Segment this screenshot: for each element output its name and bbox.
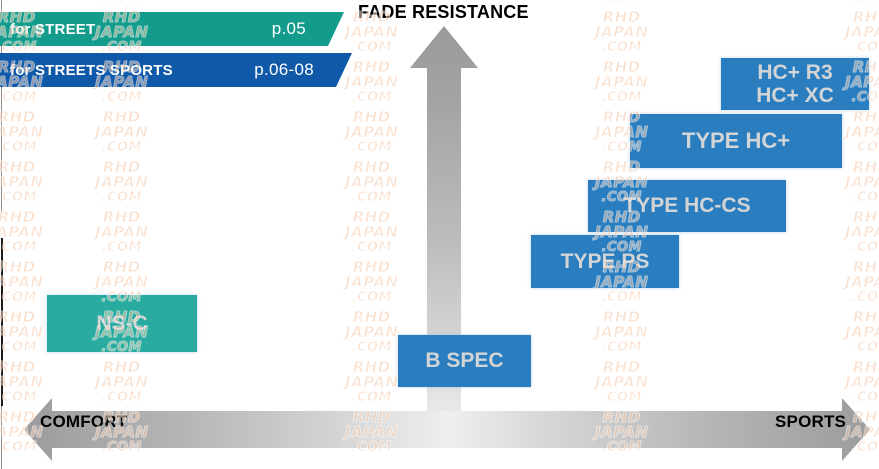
- comfort-sports-axis-arrow: [24, 398, 870, 461]
- product-label-type-hc-plus: TYPE HC+: [681, 127, 791, 153]
- product-box-ns-c[interactable]: NS-C: [47, 295, 197, 352]
- product-box-type-hc-plus[interactable]: TYPE HC+: [630, 114, 842, 168]
- fade-resistance-axis-arrow: [410, 26, 478, 426]
- product-label-type-ps: TYPE PS: [560, 249, 650, 273]
- banner-street-tag: for STREET: [10, 20, 96, 38]
- product-label-type-hc-cs: TYPE HC-CS: [623, 194, 751, 218]
- product-box-hc-plus-r3-xc[interactable]: HC+ R3 HC+ XC: [721, 58, 869, 110]
- product-label-b-spec: B SPEC: [425, 349, 504, 373]
- product-label-hc-plus-xc: HC+ XC: [756, 84, 834, 107]
- fade-resistance-label: FADE RESISTANCE: [358, 2, 529, 22]
- banner-streets-sports-page: p.06-08: [254, 60, 314, 79]
- product-box-type-ps[interactable]: TYPE PS: [531, 235, 679, 288]
- product-label-hc-plus-r3: HC+ R3: [757, 60, 833, 84]
- comfort-axis-label: COMFORT: [40, 412, 128, 431]
- left-frame-line-bottom: [1, 406, 2, 469]
- product-box-type-hc-cs[interactable]: TYPE HC-CS: [588, 180, 786, 232]
- product-label-ns-c: NS-C: [96, 311, 148, 335]
- banner-for-street[interactable]: for STREET p.05: [0, 12, 344, 46]
- product-box-b-spec[interactable]: B SPEC: [398, 335, 531, 387]
- left-frame-line-middle: [1, 238, 3, 406]
- banner-for-streets-sports[interactable]: for STREETS SPORTS p.06-08: [0, 53, 352, 87]
- banner-streets-sports-tag: for STREETS SPORTS: [10, 61, 173, 79]
- sports-axis-label: SPORTS: [775, 412, 847, 431]
- banner-street-page: p.05: [271, 19, 306, 38]
- left-frame-line-top: [1, 0, 2, 212]
